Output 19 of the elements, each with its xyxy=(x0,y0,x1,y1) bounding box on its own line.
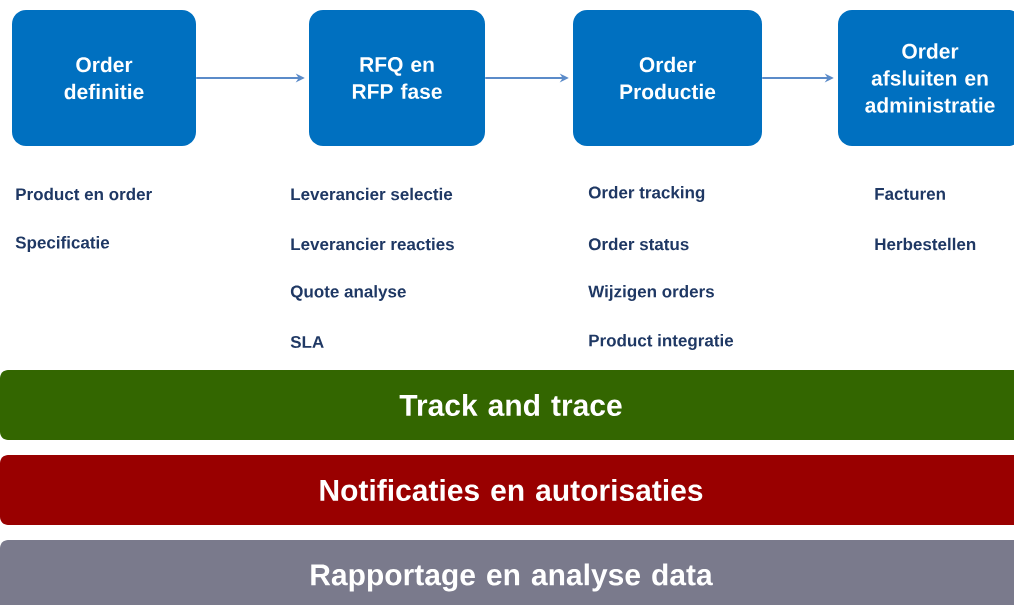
list-item: Product en order xyxy=(16,187,152,201)
list-item: SLA xyxy=(290,336,324,349)
list-item: Leverancier selectie xyxy=(291,187,453,201)
list-item: Specificatie xyxy=(15,236,110,252)
list-item: Leverancier reacties xyxy=(291,237,454,251)
process-box: RFQ en RFP fase xyxy=(309,10,485,146)
list-item: Wijzigen orders xyxy=(588,285,714,301)
list-item: Quote analyse xyxy=(290,285,406,301)
process-box: Order definitie xyxy=(12,10,196,146)
band: Rapportage en analyse data xyxy=(0,540,1014,605)
process-box: Order afsluiten en administratie xyxy=(838,10,1014,146)
list-item: Facturen xyxy=(875,188,945,200)
process-box: Order Productie xyxy=(573,10,762,146)
band: Notificaties en autorisaties xyxy=(0,455,1014,525)
list-item: Order tracking xyxy=(588,186,705,202)
list-item: Herbestellen xyxy=(875,237,976,251)
list-item: Product integratie xyxy=(589,334,734,350)
list-item: Order status xyxy=(588,237,689,251)
band: Track and trace xyxy=(0,370,1014,440)
